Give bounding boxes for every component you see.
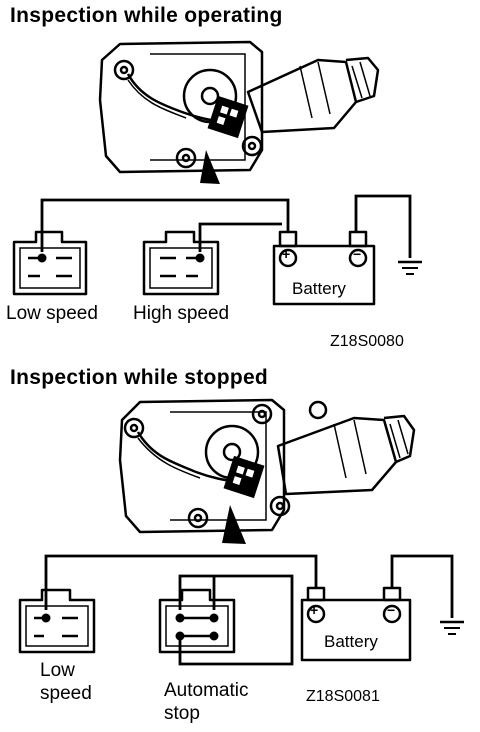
top-pointer-arrow bbox=[200, 150, 220, 184]
bottom-low-speed-label-line2: speed bbox=[40, 683, 92, 704]
top-battery-minus-sign: − bbox=[353, 246, 362, 262]
bottom-pointer-arrow bbox=[222, 505, 246, 544]
top-battery bbox=[272, 230, 376, 306]
top-low-speed-label: Low speed bbox=[6, 303, 98, 324]
bottom-ground-icon bbox=[440, 620, 464, 635]
top-ground-icon bbox=[398, 260, 422, 275]
top-battery-plus-sign: + bbox=[282, 246, 291, 262]
top-circuit bbox=[12, 194, 422, 306]
bottom-automatic-stop-label-line1: Automatic bbox=[164, 680, 249, 701]
bottom-automatic-stop-label-line2: stop bbox=[164, 703, 200, 724]
bottom-battery bbox=[300, 586, 412, 662]
top-battery-label: Battery bbox=[292, 279, 346, 298]
top-high-speed-label: High speed bbox=[133, 303, 230, 324]
bottom-low-speed-label-line1: Low bbox=[40, 660, 75, 681]
top-wiper-motor-illustration bbox=[98, 40, 380, 184]
top-figure-code: Z18S0080 bbox=[330, 333, 404, 350]
bottom-low-speed-connector bbox=[18, 588, 96, 654]
top-high-speed-connector bbox=[142, 230, 220, 296]
bottom-wiper-motor-illustration bbox=[118, 398, 416, 544]
top-section-title: Inspection while operating bbox=[10, 4, 283, 27]
top-low-speed-connector bbox=[12, 230, 88, 296]
bottom-battery-label: Battery bbox=[324, 632, 378, 651]
bottom-section-title: Inspection while stopped bbox=[10, 366, 269, 389]
bottom-battery-minus-sign: − bbox=[387, 602, 396, 618]
bottom-battery-plus-sign: + bbox=[310, 602, 319, 618]
bottom-automatic-stop-connector bbox=[158, 588, 236, 654]
bottom-circuit bbox=[18, 554, 464, 666]
bottom-figure-code: Z18S0081 bbox=[306, 688, 380, 705]
